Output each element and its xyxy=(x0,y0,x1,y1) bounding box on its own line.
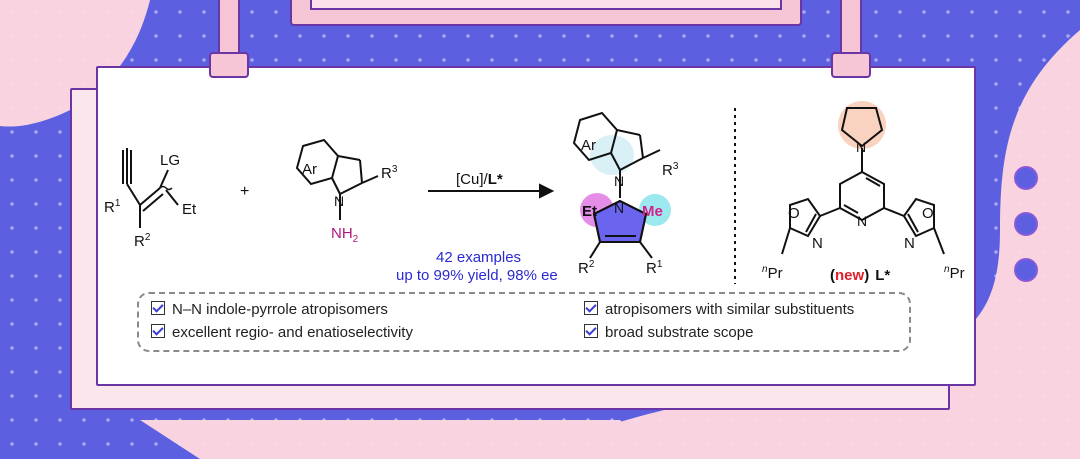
side-dot-3 xyxy=(1014,258,1038,282)
ar-label-reactant: Ar xyxy=(302,161,317,178)
plus-sign: + xyxy=(240,183,249,200)
side-dot-2 xyxy=(1014,212,1038,236)
feature-4-text: broad substrate scope xyxy=(605,324,754,341)
clip-right xyxy=(831,52,871,78)
n-left: N xyxy=(812,235,823,252)
ligand-structure xyxy=(781,107,945,255)
pr-right: nPr xyxy=(944,264,965,282)
feature-3-text: atropisomers with similar substituents xyxy=(605,301,855,318)
lg-label: LG xyxy=(160,152,180,169)
r1-label-product: R1 xyxy=(646,259,663,277)
checkbox-icon xyxy=(151,301,165,315)
et-label: Et xyxy=(182,201,197,218)
ligand-label: (new)L* xyxy=(830,267,890,284)
n-pyrrolidine: N xyxy=(856,139,866,155)
feature-1: N–N indole-pyrrole atropisomers xyxy=(151,301,388,318)
o-left: O xyxy=(788,205,800,222)
catalyst-label: [Cu]/L* xyxy=(456,171,503,188)
checkbox-icon xyxy=(584,301,598,315)
r2-label: R2 xyxy=(134,232,151,250)
product-indole xyxy=(572,111,661,198)
feature-2-text: excellent regio- and enatioselectivity xyxy=(172,324,413,341)
clip-left xyxy=(209,52,249,78)
et-product: Et xyxy=(582,203,597,220)
r3-label-product: R3 xyxy=(662,161,679,179)
examples-count: 42 examples xyxy=(436,249,521,266)
yield-ee: up to 99% yield, 98% ee xyxy=(396,267,558,284)
r1-label: R1 xyxy=(104,198,121,216)
checkbox-icon xyxy=(151,324,165,338)
pr-left: nPr xyxy=(762,264,783,282)
r3-label-reactant: R3 xyxy=(381,164,398,182)
feature-4: broad substrate scope xyxy=(584,324,753,341)
n-top-label: N xyxy=(614,173,624,189)
checkbox-icon xyxy=(584,324,598,338)
top-banner xyxy=(290,0,802,26)
features-box: N–N indole-pyrrole atropisomers excellen… xyxy=(137,292,911,352)
feature-1-text: N–N indole-pyrrole atropisomers xyxy=(172,301,388,318)
o-right: O xyxy=(922,205,934,222)
arrow-head xyxy=(539,183,555,199)
nh2-label: NH2 xyxy=(331,225,359,245)
n-label-reactant: N xyxy=(334,193,344,209)
me-highlight xyxy=(639,194,671,226)
ar-label-product: Ar xyxy=(581,137,596,154)
n-bottom-label: N xyxy=(614,200,624,216)
n-pyridine: N xyxy=(857,213,867,229)
hanger-left xyxy=(218,0,240,56)
r2-label-product: R2 xyxy=(578,259,595,277)
me-product: Me xyxy=(642,203,663,220)
side-dot-1 xyxy=(1014,166,1038,190)
feature-2: excellent regio- and enatioselectivity xyxy=(151,324,413,341)
hanger-right xyxy=(840,0,862,56)
reactant-enyne xyxy=(122,148,179,228)
n-right: N xyxy=(904,235,915,252)
reactant-aminoindole xyxy=(295,138,379,220)
feature-3: atropisomers with similar substituents xyxy=(584,301,854,318)
product-pyrrole xyxy=(589,199,653,259)
